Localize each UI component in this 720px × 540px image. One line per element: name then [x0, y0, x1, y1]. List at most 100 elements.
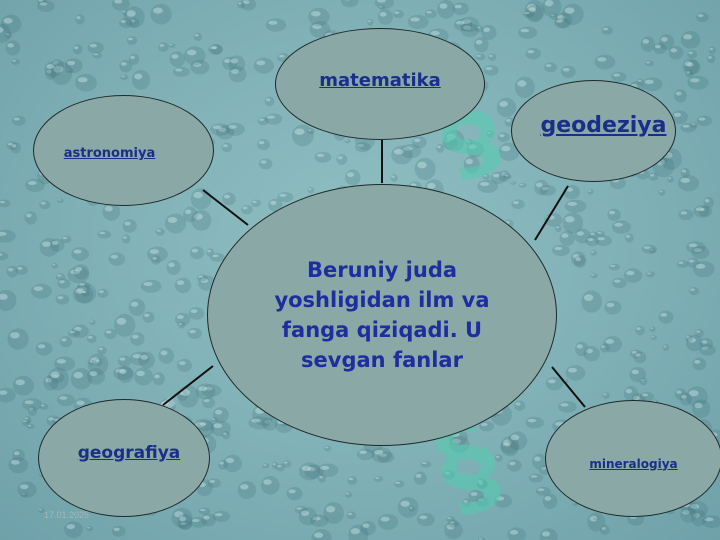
- water-drop-highlight: [122, 236, 127, 239]
- water-drop-highlight: [345, 492, 349, 495]
- water-drop-highlight: [476, 54, 482, 57]
- water-drop: [587, 189, 594, 195]
- water-drop-highlight: [567, 201, 578, 206]
- water-drop: [0, 229, 16, 243]
- water-drop: [15, 265, 28, 275]
- water-drop-highlight: [649, 174, 655, 177]
- water-drop-highlight: [175, 68, 183, 72]
- water-drop: [165, 213, 187, 234]
- water-drop-highlight: [465, 158, 473, 165]
- water-drop-highlight: [130, 301, 139, 307]
- water-drop: [0, 289, 17, 311]
- water-drop: [294, 505, 308, 514]
- water-drop-highlight: [39, 508, 43, 511]
- water-drop-highlight: [21, 493, 26, 495]
- water-drop: [588, 231, 599, 239]
- water-drop-highlight: [89, 360, 93, 363]
- water-drop-highlight: [259, 118, 265, 122]
- water-drop-highlight: [256, 60, 266, 66]
- water-drop: [490, 171, 507, 185]
- water-drop: [47, 367, 69, 391]
- water-drop: [207, 478, 221, 488]
- water-drop: [27, 405, 38, 417]
- water-drop: [51, 59, 64, 72]
- water-drop: [414, 471, 427, 485]
- slide-date: 17.01.2025: [44, 510, 90, 520]
- water-drop: [680, 167, 691, 178]
- water-drop: [37, 0, 55, 12]
- water-drop-highlight: [561, 233, 569, 238]
- water-drop-highlight: [251, 418, 261, 423]
- water-drop-highlight: [283, 461, 288, 464]
- water-drop: [119, 59, 133, 73]
- water-drop-highlight: [73, 371, 83, 379]
- water-drop-highlight: [230, 69, 239, 74]
- water-drop-highlight: [10, 332, 20, 339]
- water-drop-highlight: [700, 208, 705, 212]
- water-drop: [87, 353, 109, 376]
- water-drop: [173, 66, 190, 77]
- water-drop-highlight: [308, 187, 312, 191]
- water-drop-highlight: [527, 49, 535, 54]
- water-drop-highlight: [242, 206, 248, 210]
- water-drop-highlight: [66, 524, 75, 530]
- water-drop-highlight: [191, 248, 199, 253]
- water-drop-highlight: [583, 294, 594, 301]
- water-drop-highlight: [171, 54, 179, 59]
- water-drop-highlight: [554, 246, 563, 251]
- water-drop-highlight: [603, 393, 607, 396]
- water-drop-highlight: [605, 339, 615, 344]
- water-drop-highlight: [704, 199, 710, 203]
- water-drop: [481, 24, 497, 41]
- water-drop: [377, 451, 395, 463]
- water-drop-highlight: [210, 46, 217, 50]
- water-drop: [237, 480, 257, 500]
- water-drop: [424, 9, 437, 19]
- water-drop-highlight: [132, 354, 142, 359]
- water-drop: [43, 375, 59, 391]
- water-drop-highlight: [430, 30, 440, 36]
- water-drop-highlight: [67, 60, 76, 66]
- water-drop: [198, 507, 211, 515]
- water-drop: [188, 307, 205, 320]
- water-drop: [228, 66, 247, 83]
- water-drop-highlight: [597, 237, 605, 241]
- water-drop-highlight: [379, 5, 383, 8]
- link-astronomiya[interactable]: astronomiya: [63, 146, 156, 161]
- water-drop: [113, 313, 136, 337]
- water-drop: [494, 454, 503, 462]
- water-drop: [507, 459, 522, 472]
- link-geografiya[interactable]: geografiya: [77, 443, 181, 463]
- link-geodeziya[interactable]: geodeziya: [540, 112, 667, 138]
- water-drop-highlight: [10, 459, 20, 465]
- water-drop: [658, 189, 666, 196]
- water-drop: [201, 384, 222, 397]
- link-mineralogiya[interactable]: mineralogiya: [589, 456, 678, 471]
- water-drop: [677, 175, 700, 192]
- water-drop: [445, 516, 455, 523]
- water-drop-highlight: [348, 477, 354, 481]
- water-drop: [508, 431, 528, 451]
- water-drop-highlight: [270, 200, 277, 205]
- water-drop: [130, 332, 145, 346]
- water-drop: [544, 62, 557, 73]
- water-drop-highlight: [701, 340, 708, 344]
- water-drop: [174, 277, 192, 294]
- water-drop-highlight: [535, 182, 543, 188]
- water-drop: [500, 435, 520, 457]
- water-drop: [212, 511, 231, 522]
- water-drop-highlight: [478, 482, 484, 485]
- water-drop: [708, 46, 717, 55]
- link-matematika[interactable]: matematika: [319, 69, 441, 91]
- water-drop-highlight: [545, 64, 552, 68]
- water-drop-highlight: [646, 272, 652, 275]
- water-drop-highlight: [174, 511, 184, 518]
- water-drop: [26, 423, 35, 429]
- water-drop-highlight: [654, 44, 661, 49]
- water-drop: [414, 157, 436, 181]
- water-drop: [71, 247, 90, 261]
- water-drop-highlight: [214, 512, 223, 517]
- water-drop: [151, 255, 161, 265]
- water-drop-highlight: [626, 270, 635, 276]
- water-drop: [562, 3, 584, 25]
